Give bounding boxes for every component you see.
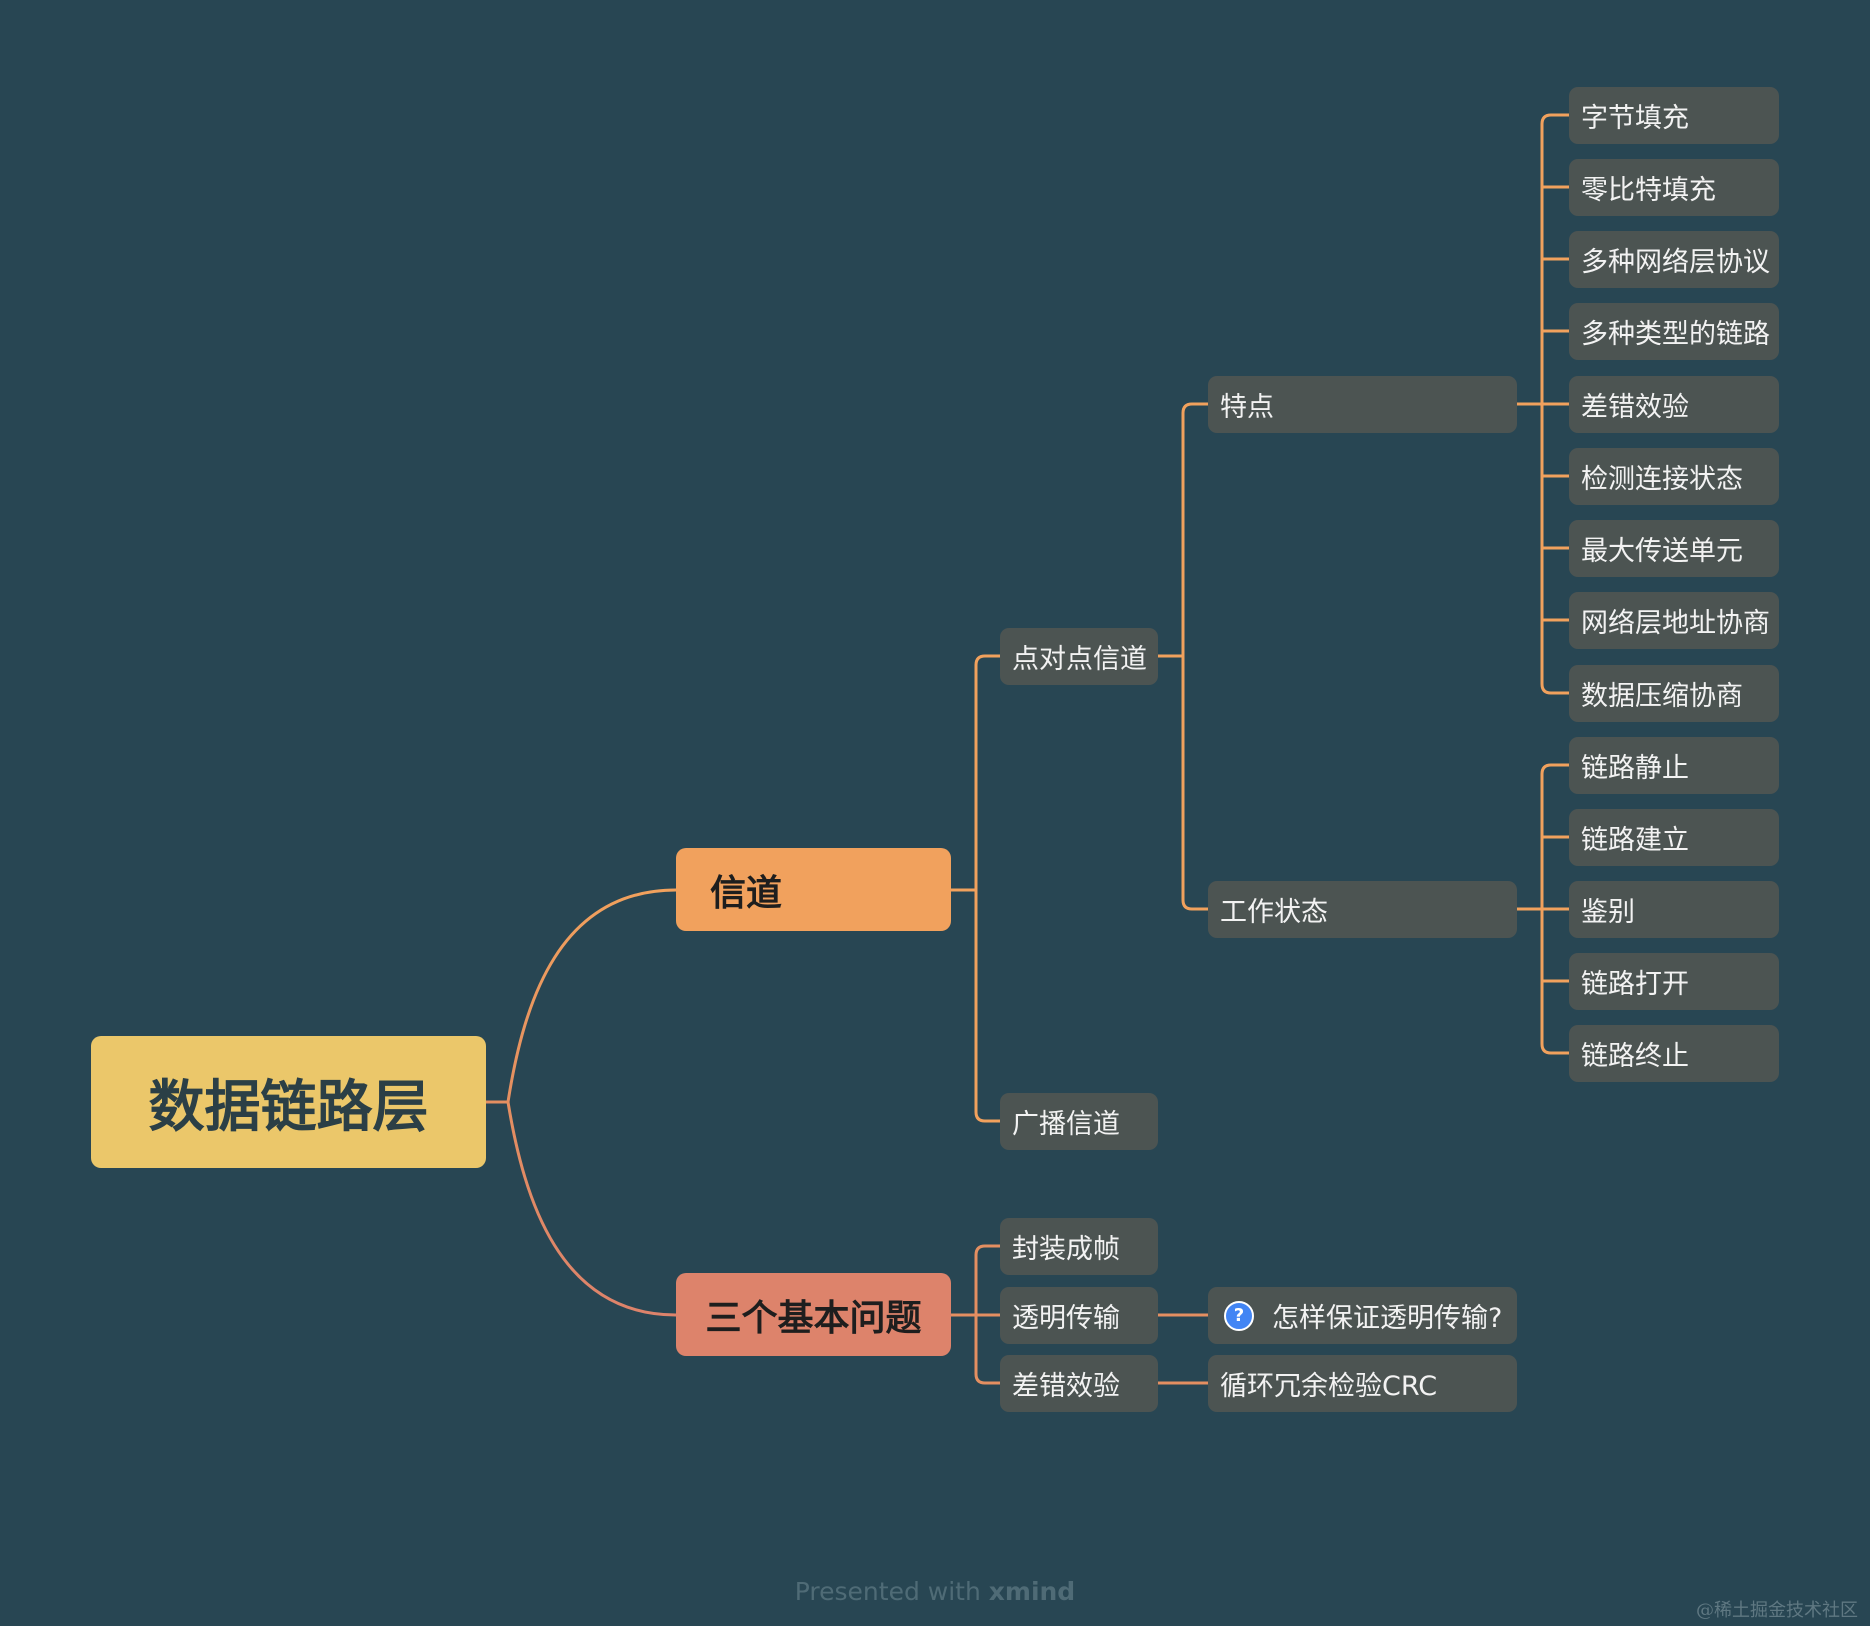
feature-item-label: 多种网络层协议 bbox=[1581, 247, 1770, 278]
feature-item[interactable]: 最大传送单元 bbox=[1569, 520, 1779, 577]
feature-item[interactable]: 差错效验 bbox=[1569, 376, 1779, 433]
feature-item-label: 零比特填充 bbox=[1581, 175, 1716, 206]
question-icon: ? bbox=[1224, 1300, 1254, 1331]
question-label: 怎样保证透明传输? bbox=[1272, 1303, 1503, 1334]
framing-label: 封装成帧 bbox=[1012, 1234, 1120, 1265]
work-state-item-label: 鉴别 bbox=[1581, 897, 1635, 928]
feature-item-label: 网络层地址协商 bbox=[1581, 608, 1770, 639]
work-state-item[interactable]: 链路打开 bbox=[1569, 953, 1779, 1010]
features-label: 特点 bbox=[1220, 392, 1274, 423]
edge-root-problems bbox=[506, 1100, 678, 1317]
edge-p2p-children bbox=[1181, 402, 1210, 911]
feature-item-label: 检测连接状态 bbox=[1581, 464, 1743, 495]
watermark: @稀土掘金技术社区 bbox=[1696, 1600, 1858, 1621]
work-states-label: 工作状态 bbox=[1220, 897, 1328, 928]
root-label: 数据链路层 bbox=[148, 1074, 429, 1140]
feature-item[interactable]: 检测连接状态 bbox=[1569, 448, 1779, 505]
feature-item-label: 多种类型的链路 bbox=[1581, 319, 1770, 350]
presented-with-footer: Presented with xmind bbox=[0, 1577, 1870, 1606]
work-state-item-label: 链路打开 bbox=[1581, 969, 1689, 1000]
framing-node[interactable]: 封装成帧 bbox=[1000, 1218, 1158, 1275]
work-states-node[interactable]: 工作状态 bbox=[1208, 881, 1517, 938]
work-state-item[interactable]: 链路建立 bbox=[1569, 809, 1779, 866]
feature-item-label: 差错效验 bbox=[1581, 392, 1689, 423]
feature-item[interactable]: 零比特填充 bbox=[1569, 159, 1779, 216]
feature-item[interactable]: 数据压缩协商 bbox=[1569, 665, 1779, 722]
error-check-node[interactable]: 差错效验 bbox=[1000, 1355, 1158, 1412]
footer-prefix: Presented with bbox=[794, 1577, 989, 1606]
problems-node[interactable]: 三个基本问题 bbox=[676, 1273, 951, 1356]
feature-item-label: 数据压缩协商 bbox=[1581, 681, 1743, 712]
work-state-item-label: 链路建立 bbox=[1581, 825, 1689, 856]
features-node[interactable]: 特点 bbox=[1208, 376, 1517, 433]
feature-item[interactable]: 字节填充 bbox=[1569, 87, 1779, 144]
crc-node[interactable]: 循环冗余检验CRC bbox=[1208, 1355, 1517, 1412]
point-to-point-label: 点对点信道 bbox=[1012, 644, 1147, 675]
channel-label: 信道 bbox=[710, 872, 783, 914]
crc-label: 循环冗余检验CRC bbox=[1220, 1371, 1438, 1402]
feature-item[interactable]: 多种网络层协议 bbox=[1569, 231, 1779, 288]
edge-root-channel bbox=[484, 888, 678, 1104]
edge-channel-p2p bbox=[974, 654, 1002, 1123]
work-state-item-label: 链路终止 bbox=[1581, 1041, 1689, 1072]
channel-node[interactable]: 信道 bbox=[676, 848, 951, 931]
feature-item-label: 最大传送单元 bbox=[1581, 536, 1743, 567]
transparent-node[interactable]: 透明传输 bbox=[1000, 1287, 1158, 1344]
feature-item[interactable]: 网络层地址协商 bbox=[1569, 592, 1779, 649]
feature-item[interactable]: 多种类型的链路 bbox=[1569, 303, 1779, 360]
xmind-brand: xmind bbox=[988, 1577, 1076, 1606]
broadcast-node[interactable]: 广播信道 bbox=[1000, 1093, 1158, 1150]
point-to-point-node[interactable]: 点对点信道 bbox=[1000, 628, 1158, 685]
work-state-item[interactable]: 链路静止 bbox=[1569, 737, 1779, 794]
work-state-item-label: 链路静止 bbox=[1581, 753, 1689, 784]
error-check-label: 差错效验 bbox=[1012, 1371, 1120, 1402]
problems-label: 三个基本问题 bbox=[705, 1297, 922, 1339]
transparent-label: 透明传输 bbox=[1012, 1303, 1120, 1334]
feature-item-label: 字节填充 bbox=[1581, 103, 1689, 134]
work-state-item[interactable]: 链路终止 bbox=[1569, 1025, 1779, 1082]
root-node[interactable]: 数据链路层 bbox=[91, 1036, 486, 1168]
broadcast-label: 广播信道 bbox=[1012, 1109, 1120, 1140]
work-state-item[interactable]: 鉴别 bbox=[1569, 881, 1779, 938]
question-node[interactable]: ? 怎样保证透明传输? bbox=[1208, 1287, 1517, 1344]
